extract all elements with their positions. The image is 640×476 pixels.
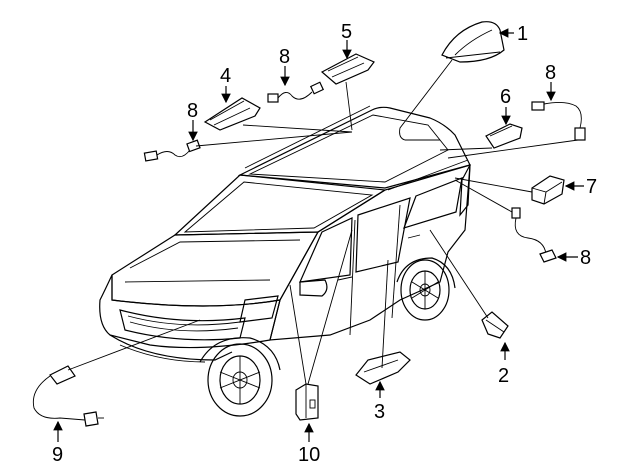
antenna-module-2 (481, 311, 509, 339)
callout-1: 1 (517, 23, 528, 45)
shark-fin-antenna (441, 21, 505, 63)
harness-8-left (143, 139, 201, 162)
callout-8-left: 8 (187, 100, 198, 122)
callout-arrows (53, 28, 584, 442)
vehicle-outline (99, 105, 471, 417)
callout-10: 10 (298, 444, 320, 466)
callout-9: 9 (52, 444, 63, 466)
antenna-module-10 (295, 383, 319, 421)
callout-8-top: 8 (279, 46, 290, 68)
antenna-module-6 (485, 123, 523, 149)
callout-7: 7 (586, 176, 597, 198)
callout-2: 2 (498, 365, 509, 387)
antenna-module-7 (531, 175, 565, 205)
antenna-module-4 (203, 97, 261, 131)
antenna-module-3 (355, 351, 411, 385)
callout-4: 4 (220, 65, 231, 87)
callout-labels: 1 2 3 4 5 6 7 8 8 8 8 9 10 (52, 21, 597, 466)
callout-8-right-bottom: 8 (580, 247, 591, 269)
harness-8-right-top (531, 101, 586, 141)
harness-8-right-bottom (511, 207, 557, 263)
harness-9 (32, 365, 104, 427)
antenna-module-5 (320, 53, 375, 85)
callout-5: 5 (341, 21, 352, 43)
callout-6: 6 (500, 86, 511, 108)
callout-3: 3 (374, 401, 385, 423)
leader-lines (67, 59, 579, 385)
callout-8-right-top: 8 (545, 62, 556, 84)
harness-8-top (267, 81, 325, 103)
